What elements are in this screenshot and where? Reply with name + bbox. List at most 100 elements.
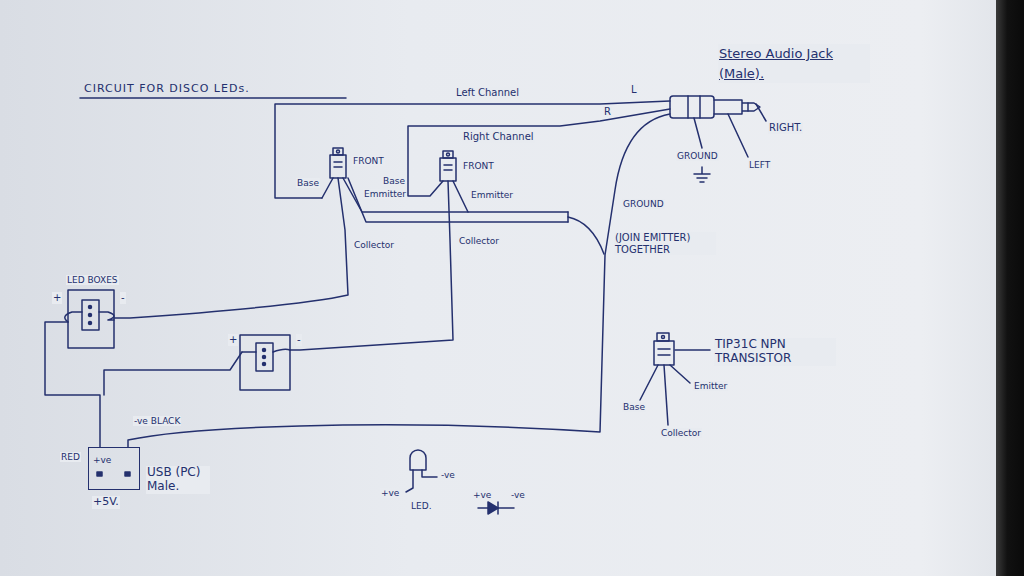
emitter-wires: [568, 217, 604, 254]
red-wire: [45, 322, 100, 447]
led-box-1: [65, 312, 114, 322]
circuit-label: GROUND: [676, 151, 719, 161]
left-channel-wire: [275, 101, 670, 198]
usb-pins: [125, 472, 130, 476]
led-symbol: [410, 450, 426, 470]
diode-symbol: [498, 502, 514, 514]
ground-wire: [128, 114, 670, 447]
circuit-label: Stereo Audio Jack (Male).: [718, 44, 870, 83]
title-underline: [80, 97, 346, 99]
circuit-label: RIGHT.: [768, 122, 803, 134]
circuit-label: Left Channel: [455, 87, 520, 99]
led-box-1: [82, 300, 99, 330]
circuit-label: LED BOXES: [66, 275, 119, 285]
circuit-label: Base: [296, 178, 320, 188]
jack-leader-lines: [694, 118, 702, 148]
circuit-label: Emmitter: [363, 189, 407, 199]
collector-wires: [114, 178, 348, 318]
audio-jack: [688, 96, 700, 118]
transistor-2: [440, 151, 456, 181]
jack-leader-lines: [756, 104, 766, 121]
collector-wires: [114, 178, 453, 350]
led-box-1: [68, 290, 114, 348]
diode-symbol: [478, 502, 514, 514]
circuit-label: Emitter: [693, 381, 728, 391]
led-box-2: [240, 335, 290, 390]
audio-jack: [747, 103, 749, 111]
tip31c-symbol: [657, 333, 669, 341]
led-box-1: [89, 322, 92, 325]
led-box-2: [263, 356, 266, 359]
transistor-2: [447, 153, 450, 156]
circuit-label: RED: [60, 452, 81, 462]
circuit-label: -ve: [440, 470, 456, 480]
transistor-1: [334, 162, 342, 167]
usb-plug-box: +ve: [88, 447, 140, 490]
jack-leader-lines: [694, 104, 766, 157]
paper-edge: [996, 0, 1024, 576]
led-box-2: [256, 343, 273, 371]
led-symbol: [422, 470, 437, 477]
transistor-2: [444, 165, 452, 170]
circuit-label: FRONT: [352, 156, 385, 166]
tip31c-symbol: [640, 333, 710, 425]
circuit-label: Emmitter: [470, 190, 514, 200]
led-box-1: [65, 290, 114, 348]
circuit-label: R: [603, 106, 612, 118]
circuit-label: LED.: [410, 501, 433, 511]
tip31c-symbol: [658, 349, 670, 355]
led-box-2: [263, 349, 266, 352]
circuit-label: L: [630, 84, 638, 96]
led-box-2: [263, 363, 266, 366]
right-channel-wire: [408, 109, 670, 196]
red-wire: [45, 322, 242, 447]
circuit-label: LEFT: [748, 160, 771, 170]
tip31c-symbol: [662, 336, 665, 339]
transistor-1: [330, 155, 346, 178]
circuit-label: Collector: [458, 236, 500, 246]
circuit-label: USB (PC) Male.: [146, 466, 210, 494]
emitter-wires: [343, 178, 604, 254]
emitter-wires: [453, 181, 468, 212]
transistor-2: [443, 151, 453, 158]
usb-pins: [97, 472, 130, 476]
diode-symbol: [488, 502, 498, 514]
transistor-2: [440, 158, 456, 181]
circuit-label: -: [296, 334, 302, 346]
circuit-label: +ve: [472, 490, 492, 500]
diagram-title: CIRCUIT FOR DISCO LEDs.: [84, 83, 250, 96]
transistor-1: [333, 148, 343, 155]
circuit-label: -: [120, 292, 126, 304]
tip31c-symbol: [654, 341, 674, 365]
diode-symbol: [478, 507, 488, 509]
title-underline: [80, 98, 346, 99]
jack-leader-lines: [728, 114, 748, 157]
circuit-label: +ve: [380, 488, 400, 498]
ground-symbol: [694, 167, 710, 182]
right-channel-wire: [408, 109, 670, 196]
circuit-label: Base: [622, 402, 646, 412]
transistor-1: [322, 148, 346, 198]
tip31c-symbol: [640, 365, 690, 425]
circuit-label: TIP31C NPN TRANSISTOR: [714, 338, 836, 366]
tip31c-symbol: [675, 349, 710, 351]
ground-symbol: [694, 167, 710, 182]
circuit-label: Collector: [660, 428, 702, 438]
audio-jack: [714, 100, 760, 114]
led-box-2: [240, 335, 290, 390]
circuit-label: (JOIN EMITTER) TOGETHER: [614, 232, 716, 255]
red-wire: [104, 352, 242, 395]
audio-jack: [670, 96, 714, 118]
circuit-label: Collector: [353, 240, 395, 250]
circuit-label: -ve: [510, 490, 526, 500]
collector-wires: [290, 181, 453, 350]
circuit-label: -ve BLACK: [133, 416, 181, 426]
led-symbol: [406, 470, 413, 492]
led-box-1: [89, 306, 92, 309]
emitter-wires: [348, 178, 568, 222]
circuit-label: Right Channel: [462, 131, 535, 143]
transistor-1: [322, 178, 333, 198]
node-label: +ve: [93, 456, 111, 466]
circuit-label: +: [228, 334, 238, 346]
